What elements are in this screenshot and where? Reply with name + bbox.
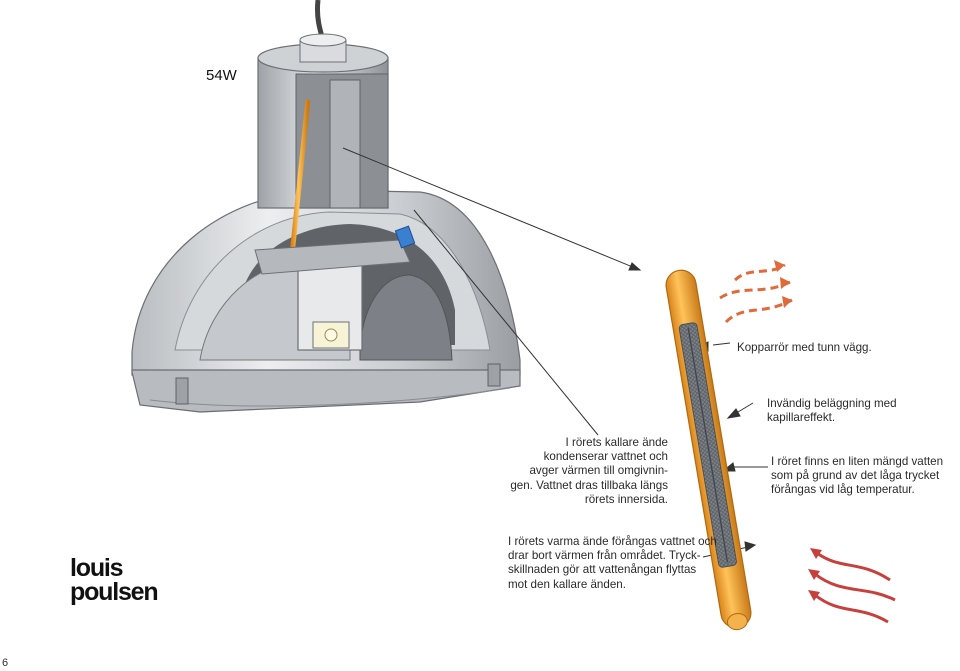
- logo-line-2: poulsen: [70, 578, 159, 606]
- page-number: 6: [2, 657, 9, 669]
- lamp-rim: [131, 369, 521, 413]
- callout-cool-end: I rörets kallare ände kondenserar vattne…: [510, 436, 668, 506]
- louis-poulsen-logo: louis poulsen: [70, 554, 159, 606]
- lamp-heat-pipe-left: [289, 99, 311, 256]
- callout-water-inside: I röret finns en liten mängd vatten som …: [771, 455, 944, 497]
- lamp-cutaway-illustration: [131, 0, 521, 413]
- callout-inner-coating: Invändig beläggning med kapillareffekt.: [767, 397, 897, 425]
- warm-end-arrows: [808, 548, 896, 624]
- heat-pipe: [665, 269, 752, 631]
- logo-line-1: louis: [70, 554, 124, 582]
- cool-end-arrows: [719, 260, 793, 324]
- callout-copper-pipe: Kopparrör med tunn vägg.: [737, 341, 872, 354]
- callout-warm-end: I rörets varma ände förångas vattnet och…: [508, 535, 717, 591]
- blue-connector: [394, 225, 416, 249]
- wattage-label: 54W: [206, 67, 237, 84]
